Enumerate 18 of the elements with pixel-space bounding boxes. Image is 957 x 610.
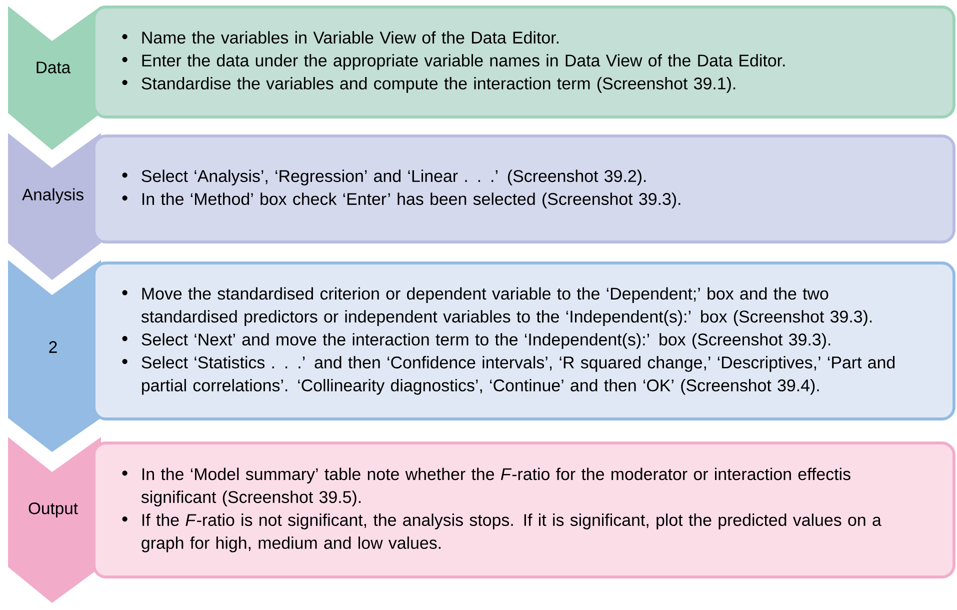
bullet-item: Select ‘Analysis’, ‘Regression’ and ‘Linear . . .’ (Screenshot 39.2). xyxy=(122,170,646,186)
stage-banner: Data xyxy=(8,6,101,150)
step-box xyxy=(92,6,956,118)
bullet-item: Standardise the variables and compute the interaction term (Screenshot 39.1). xyxy=(122,77,736,93)
bullet-item: In the ‘Method’ box check ‘Enter’ has been selected (Screenshot 39.3). xyxy=(122,192,680,208)
bullet-item: If the F-ratio is not significant, the analysis stops. If it is significant, plot the predicted values on a graph for high, medium and low values. xyxy=(122,514,882,552)
bullet-item: Select ‘Next’ and move the interaction term to the ‘Independent(s):’ box (Screenshot 39.3). xyxy=(122,333,830,349)
bullet-item: Enter the data under the appropriate variable names in Data View of the Data Editor. xyxy=(122,54,785,70)
bullet-item: Name the variables in Variable View of the Data Editor. xyxy=(122,31,558,44)
stage-banner: Output xyxy=(8,437,101,603)
step-box xyxy=(92,134,956,244)
bullet-item: In the ‘Model summary’ table note whether the F-ratio for the moderator or interaction effectis significant (Screenshot 39.5). xyxy=(122,468,850,506)
bullet-item: Select ‘Statistics . . .’ and then ‘Confidence intervals’, ‘R squared change,’ ‘Descriptives,’ ‘Part and partial correlations’. ‘Collinearity diagnostics’, ‘Continue’ and then ‘OK’ (Screenshot 39.4). xyxy=(122,356,895,395)
step-box xyxy=(92,442,956,578)
stage-banner: Analysis xyxy=(8,133,101,280)
bullet-item: Move the standardised criterion or dependent variable to the ‘Dependent;’ box and the two standardised predictors or independent variables to the ‘Independent(s):’ box (Screenshot 39.3). xyxy=(122,287,872,326)
stage-banner: 2 xyxy=(8,260,101,452)
step-box xyxy=(92,262,956,420)
